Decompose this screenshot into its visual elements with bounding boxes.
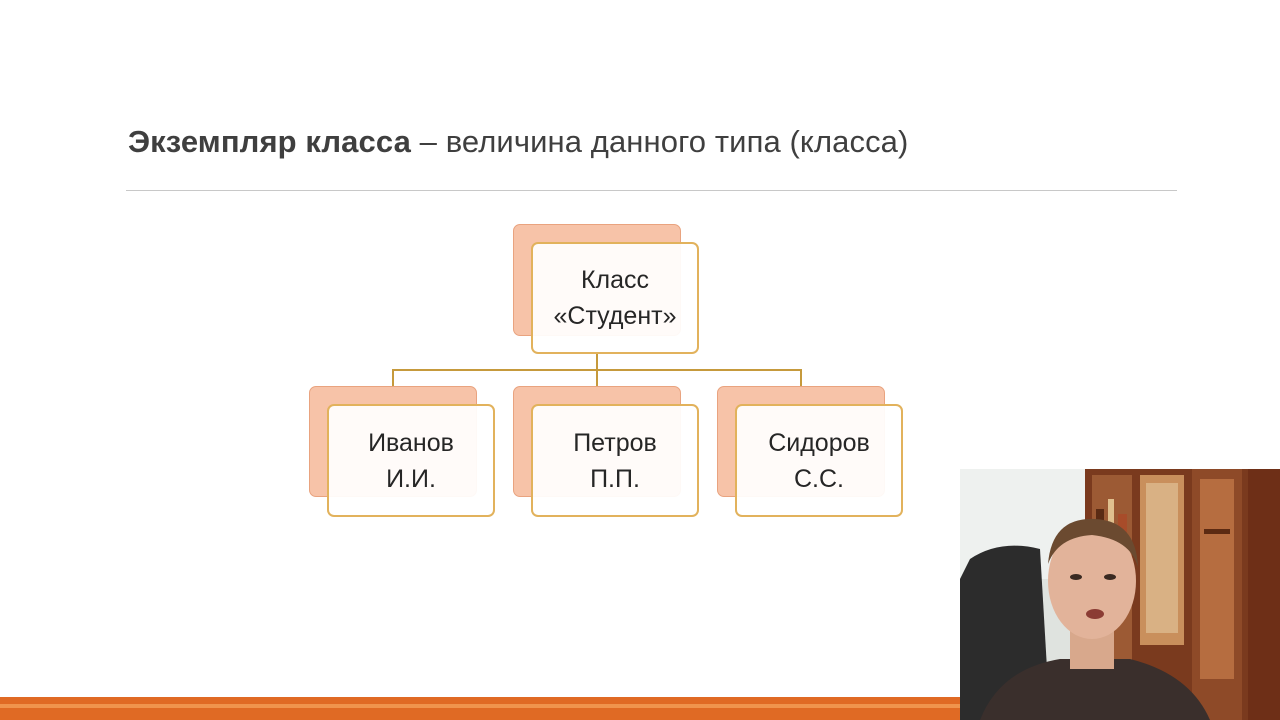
title-divider xyxy=(126,190,1177,191)
connector-root-down xyxy=(596,354,598,370)
child-node-petrov: Петров П.П. xyxy=(531,404,699,517)
child-node-line1: Сидоров xyxy=(768,428,870,457)
slide-title-term: Экземпляр класса xyxy=(128,124,411,159)
child-node-line2: П.П. xyxy=(590,464,640,493)
connector-middle-drop xyxy=(596,369,598,386)
connector-left-drop xyxy=(392,369,394,386)
connector-right-drop xyxy=(800,369,802,386)
child-node-line2: С.С. xyxy=(794,464,844,493)
presenter-webcam-video xyxy=(960,469,1280,720)
child-node-sidorov: Сидоров С.С. xyxy=(735,404,903,517)
child-node-line1: Иванов xyxy=(368,428,454,457)
slide-title: Экземпляр класса – величина данного типа… xyxy=(128,124,908,160)
root-node-line1: Класс xyxy=(580,266,650,294)
slide-title-definition: – величина данного типа (класса) xyxy=(410,124,909,159)
presenter-video-frame xyxy=(960,469,1280,720)
child-node-line2: И.И. xyxy=(386,464,436,493)
child-node-ivanov: Иванов И.И. xyxy=(327,404,495,517)
root-node: Класс «Студент» xyxy=(531,242,699,354)
footer-stripe xyxy=(0,704,1280,708)
child-node-line1: Петров xyxy=(573,428,657,457)
root-node-line2: «Студент» xyxy=(553,302,677,330)
